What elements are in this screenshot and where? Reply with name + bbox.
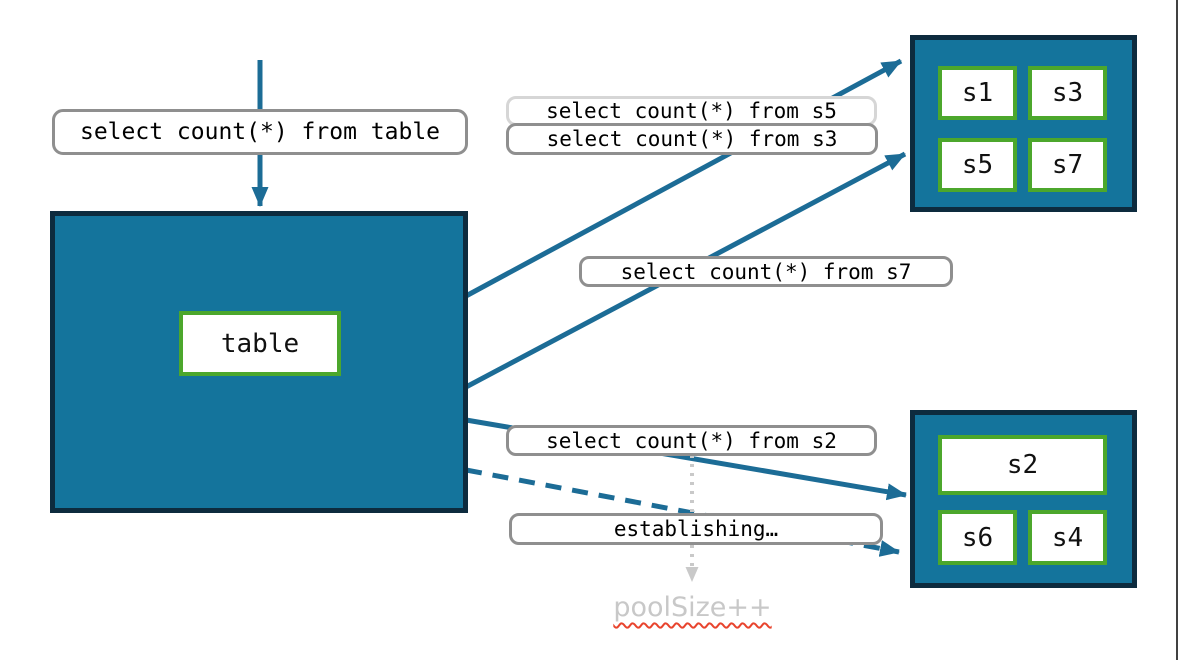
label-establishing: establishing… bbox=[509, 513, 883, 545]
shard-cell-s1: s1 bbox=[938, 66, 1017, 120]
shard-label: s6 bbox=[961, 522, 994, 553]
shard-cell-s3: s3 bbox=[1028, 66, 1107, 120]
arrow-table-establishing-dashed bbox=[465, 467, 900, 557]
shard-group-bottom: s2 s6 s4 bbox=[910, 410, 1137, 588]
shard-label: s2 bbox=[1006, 450, 1039, 480]
shard-label: s3 bbox=[1051, 78, 1084, 108]
shard-cell-s7: s7 bbox=[1028, 138, 1107, 192]
table-node: table bbox=[50, 211, 468, 513]
label-query-s7: select count(*) from s7 bbox=[579, 256, 953, 287]
shard-cell-s4: s4 bbox=[1028, 510, 1107, 565]
label-query-table: select count(*) from table bbox=[52, 109, 468, 155]
label-query-s3: select count(*) from s3 bbox=[506, 123, 878, 155]
shard-label: s5 bbox=[961, 150, 994, 180]
slide-edge-line bbox=[1176, 0, 1178, 660]
shard-label: s7 bbox=[1051, 150, 1084, 180]
shard-group-top: s1 s3 s5 s7 bbox=[910, 35, 1137, 212]
label-query-s2: select count(*) from s2 bbox=[506, 425, 877, 456]
shard-label: s1 bbox=[961, 78, 994, 108]
poolsize-annotation: poolSize++ bbox=[613, 592, 772, 623]
label-query-s5: select count(*) from s5 bbox=[506, 96, 877, 126]
table-label: table bbox=[220, 328, 300, 359]
shard-cell-s5: s5 bbox=[938, 138, 1017, 192]
shard-cell-s6: s6 bbox=[938, 510, 1017, 565]
table-cell: table bbox=[179, 311, 341, 376]
shard-label: s4 bbox=[1051, 522, 1084, 553]
shard-cell-s2: s2 bbox=[938, 435, 1107, 495]
